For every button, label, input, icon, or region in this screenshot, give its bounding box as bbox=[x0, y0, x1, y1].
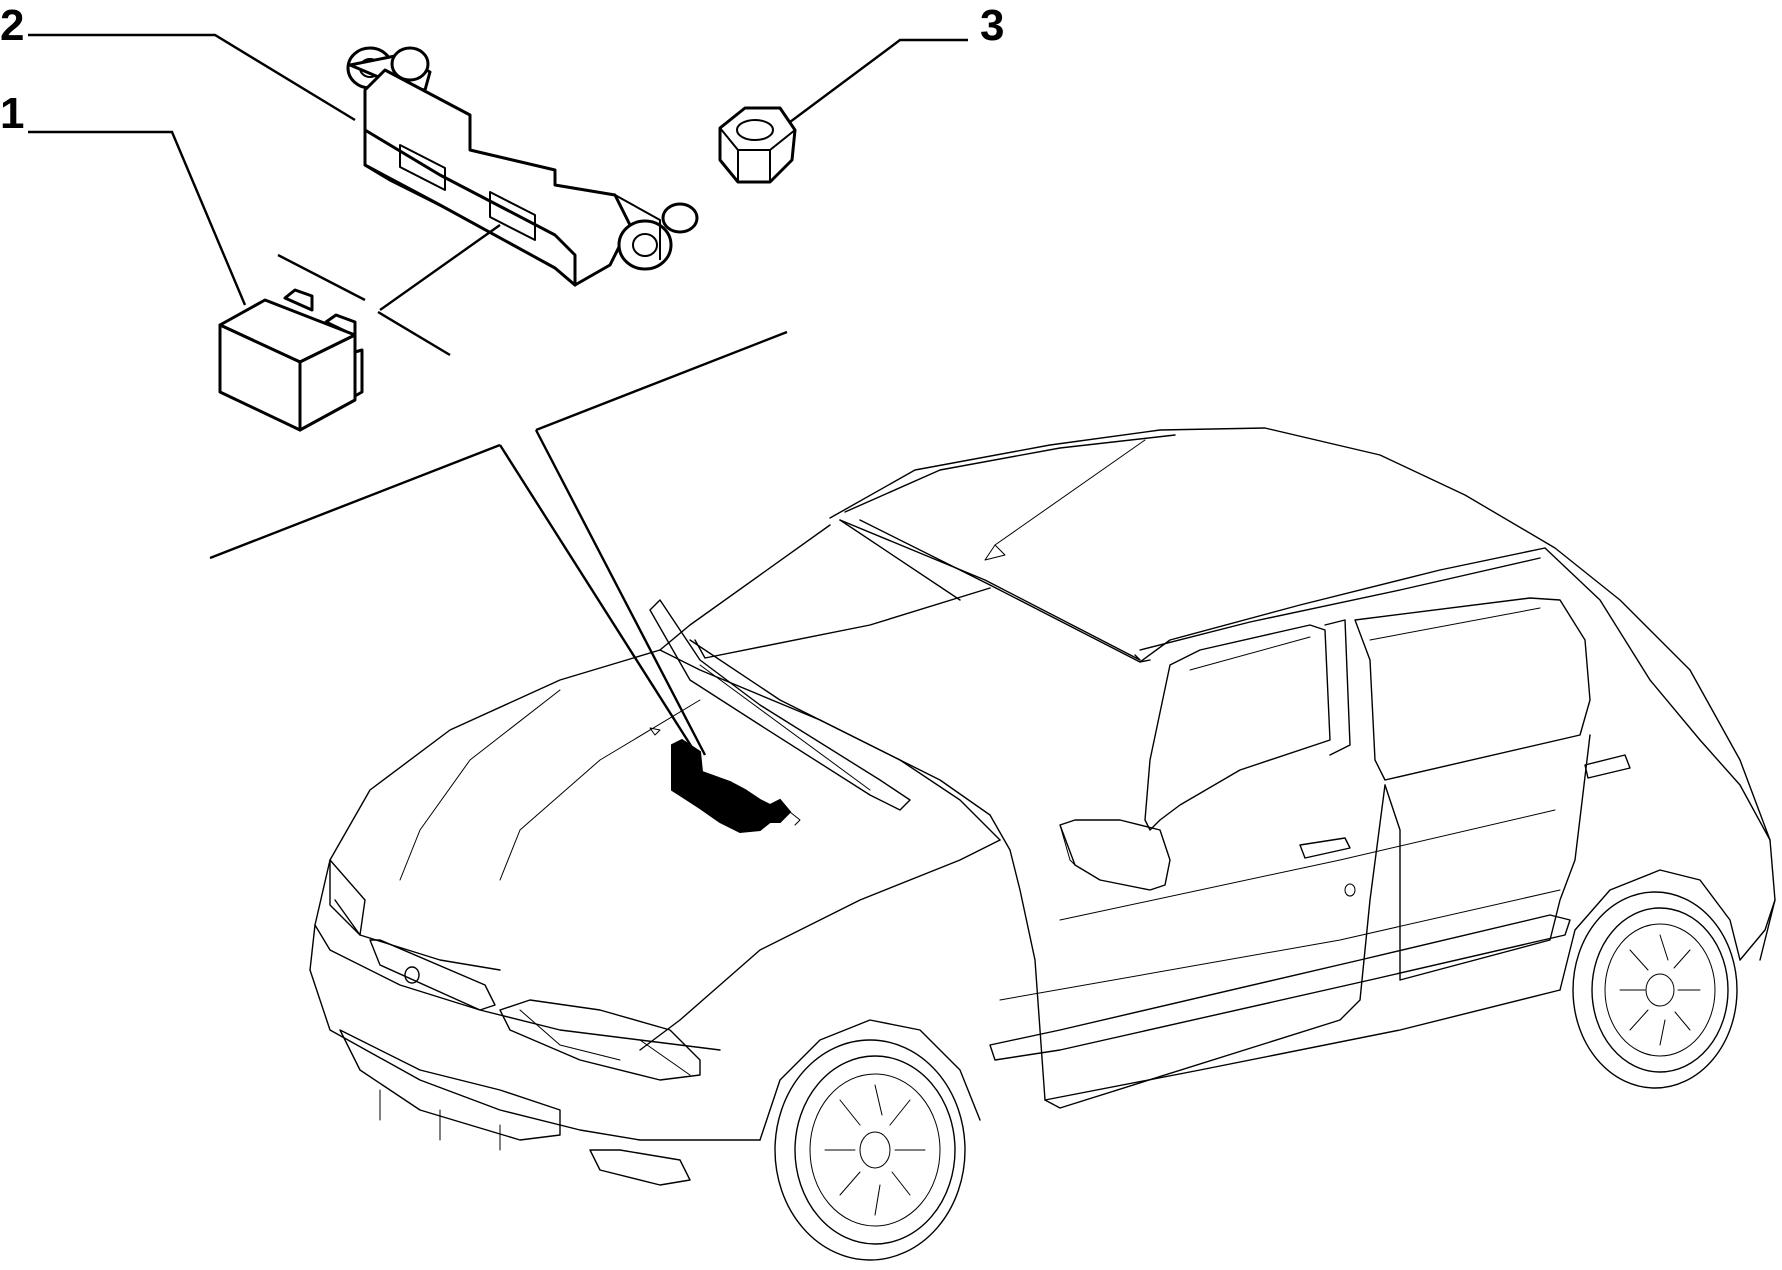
hex-nut-icon bbox=[718, 106, 797, 184]
callout-number-1: 1 bbox=[0, 89, 25, 138]
hatchback-car-icon bbox=[309, 427, 1776, 1261]
mounting-bracket-icon bbox=[346, 46, 699, 287]
pointer-lines bbox=[209, 224, 788, 761]
leader-lines bbox=[28, 33, 968, 306]
relay-module-icon bbox=[218, 288, 364, 432]
leader-line-1 bbox=[28, 130, 247, 306]
leader-line-3 bbox=[781, 38, 968, 129]
callout-number-2: 2 bbox=[0, 1, 25, 50]
callout-number-3: 3 bbox=[980, 1, 1005, 50]
leader-line-2 bbox=[28, 33, 356, 122]
installed-part-highlight bbox=[671, 738, 792, 834]
